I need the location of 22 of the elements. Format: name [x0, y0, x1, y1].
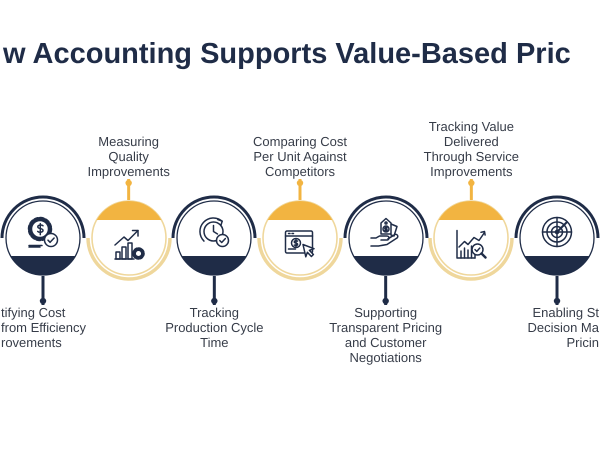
- step-circle: [428, 200, 514, 281]
- leader-line: [468, 179, 475, 200]
- step-circle: [0, 195, 86, 276]
- step-circle: [342, 195, 429, 276]
- step-circle: [171, 195, 258, 276]
- step-caption: Supporting Transparent Pricing and Customer Negotiations: [328, 305, 443, 365]
- step-caption: tifying Cost from Efficiency rovements: [1, 305, 88, 350]
- leader-line: [125, 179, 132, 200]
- step-caption: Measuring Quality Improvements: [86, 134, 171, 179]
- leader-line: [211, 276, 218, 305]
- step-caption: Tracking Production Cycle Time: [164, 305, 264, 350]
- title: w Accounting Supports Value-Based Pric: [3, 38, 571, 71]
- step-circle: [514, 195, 600, 276]
- leader-line: [554, 276, 560, 305]
- step-caption: Comparing Cost Per Unit Against Competitors: [252, 134, 348, 179]
- step-circle: [257, 200, 343, 281]
- step-circle: [86, 200, 172, 281]
- step-caption: Tracking Value Delivered Through Service Improvements: [422, 119, 520, 179]
- leader-line: [40, 276, 46, 305]
- leader-line: [382, 276, 389, 305]
- leader-line: [296, 179, 304, 200]
- step-caption: Enabling St Decision Ma Pricin: [526, 305, 599, 350]
